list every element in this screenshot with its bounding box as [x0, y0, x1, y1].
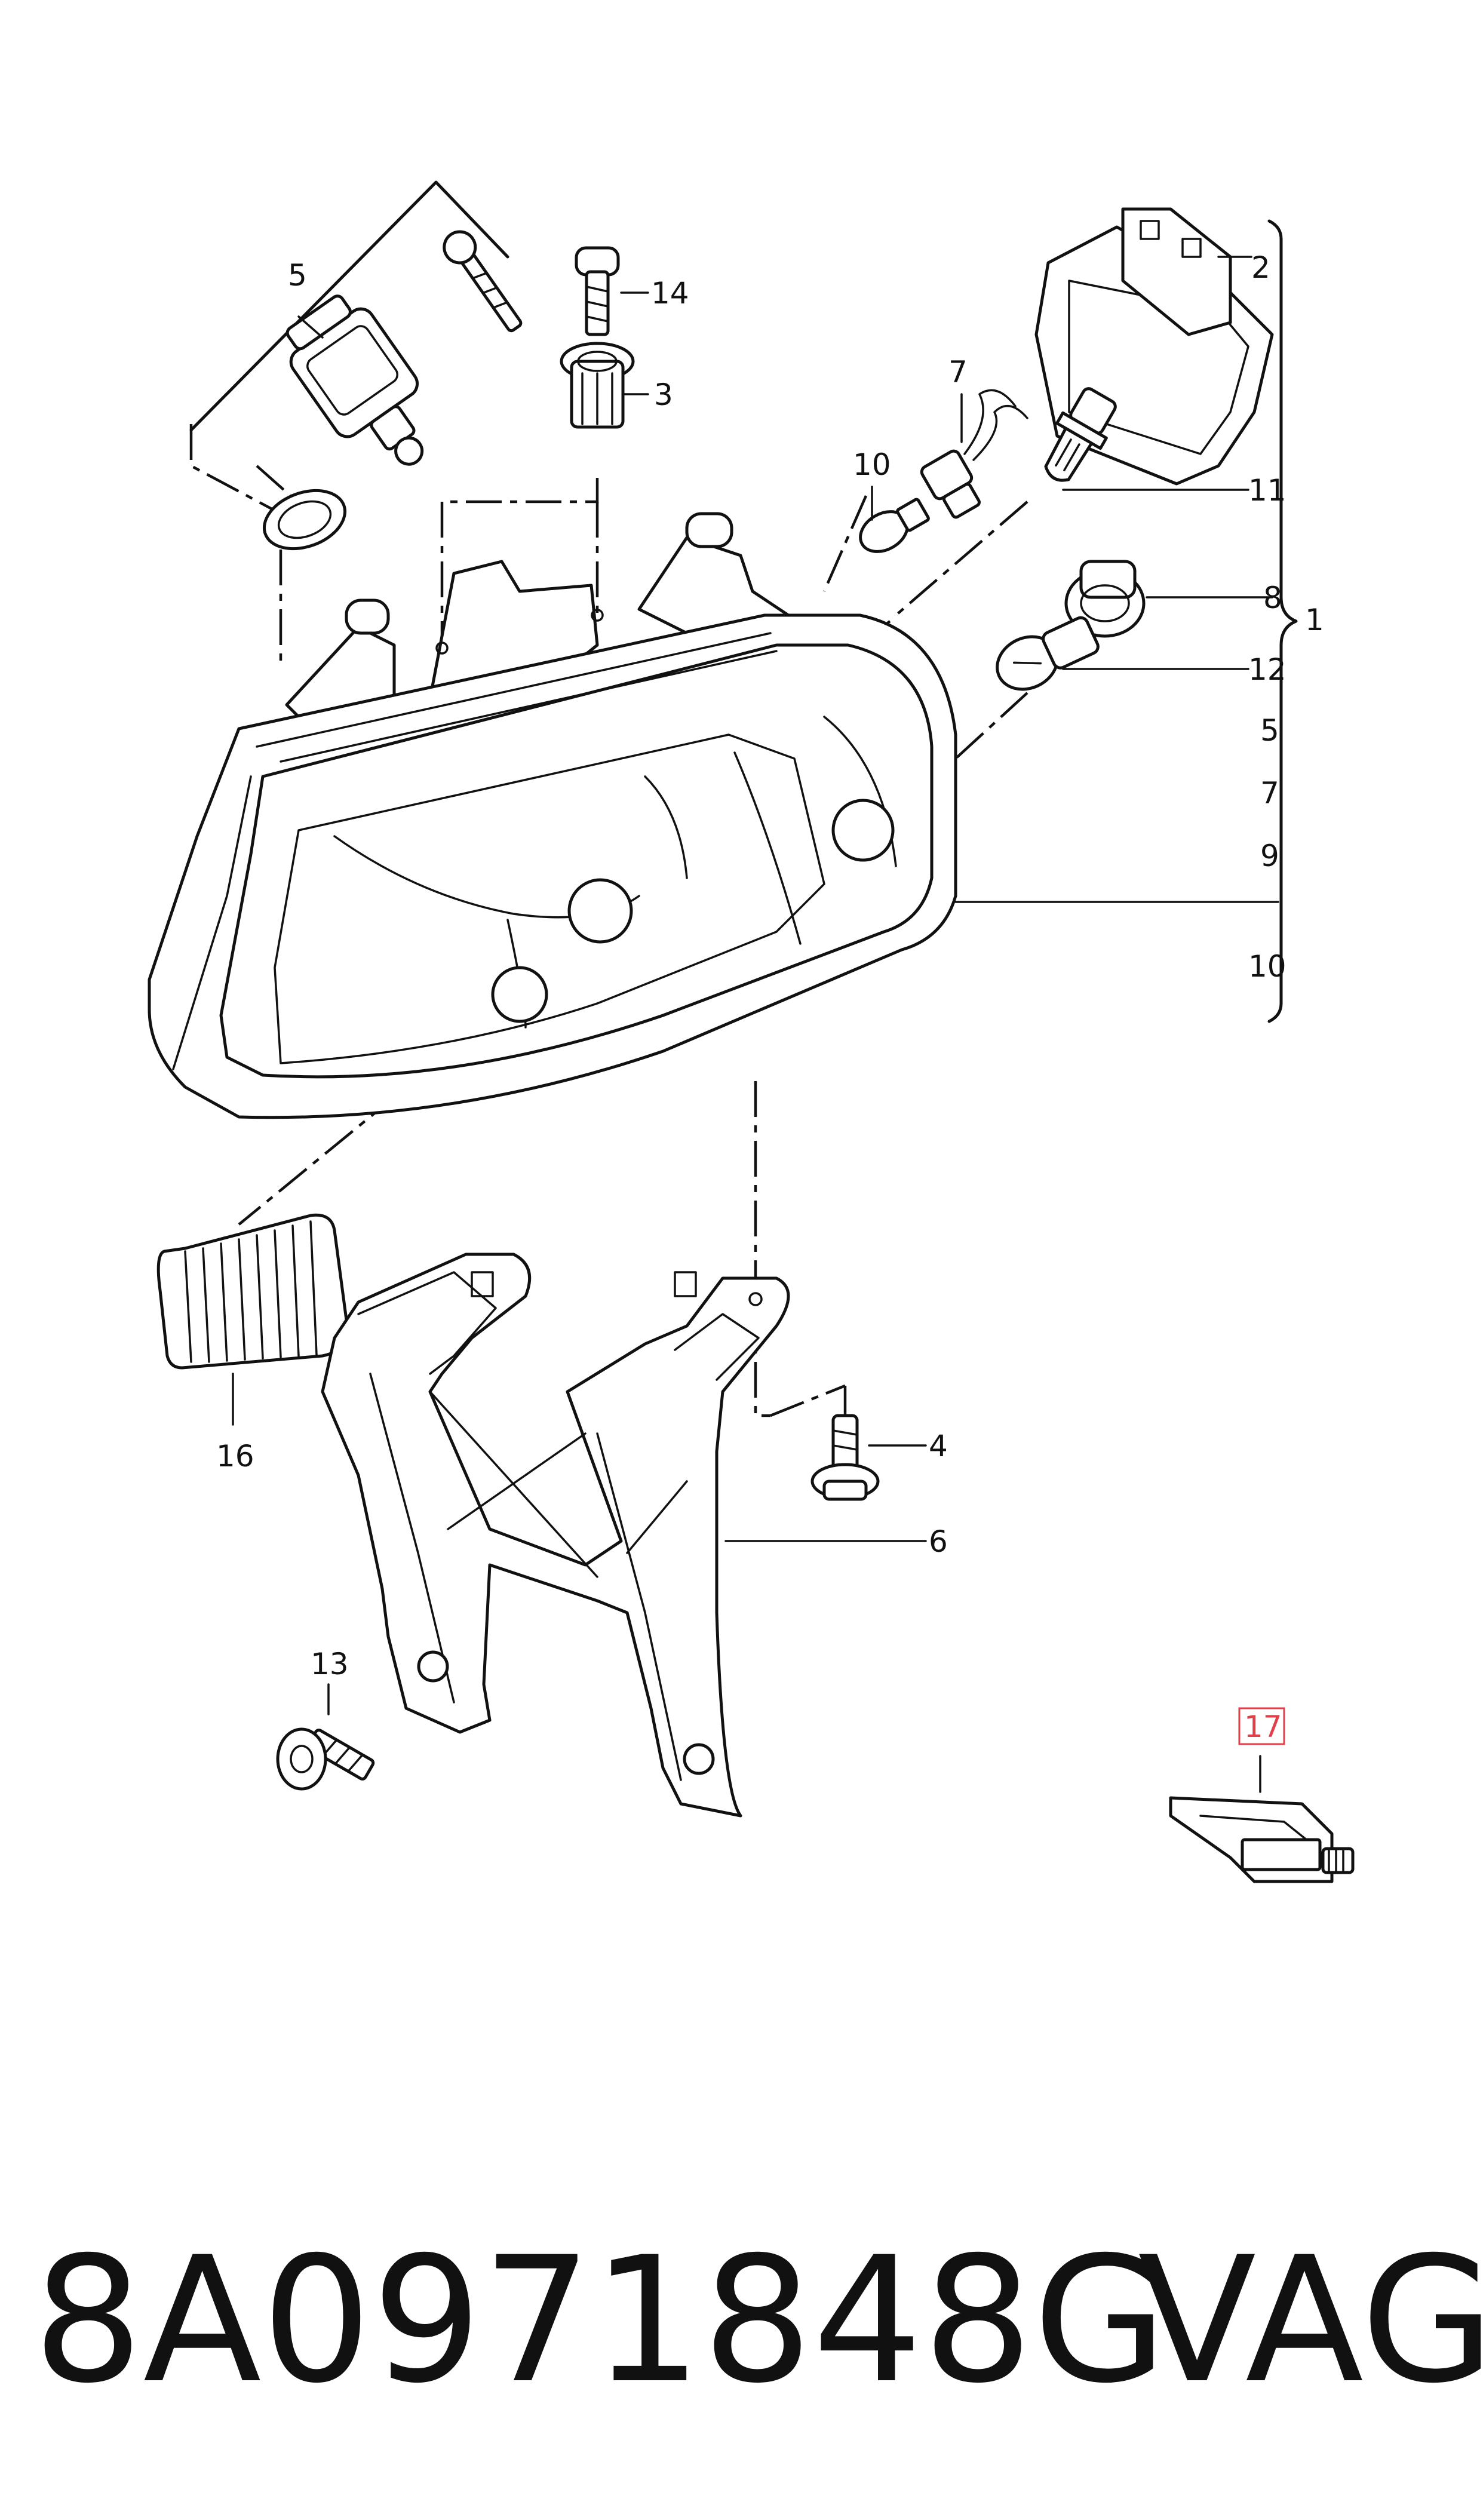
callout-4: 4 [929, 1429, 948, 1463]
part-13-bolt [276, 1727, 375, 1791]
part-3-nut [560, 342, 635, 429]
callout-16: 16 [216, 1439, 254, 1474]
part-number: 8A0971848G [33, 2220, 1167, 2421]
part-17-clip [1169, 1707, 1355, 1883]
callout-labels: 2 14 3 5 7 10 11 8 1 12 5 7 9 10 16 4 6 … [216, 250, 1324, 1744]
leader-lines [232, 291, 1261, 1793]
part-14-screw [575, 246, 620, 336]
callout-9: 9 [1260, 839, 1279, 873]
brand-name: VAG [1138, 2220, 1483, 2421]
callout-8: 8 [1263, 581, 1282, 615]
part-1-bracket [954, 219, 1298, 1023]
part-12-bulb [996, 616, 1100, 691]
part-16-reflector [156, 1213, 349, 1370]
callout-10-list: 10 [1248, 949, 1287, 984]
callout-11: 11 [1248, 473, 1287, 508]
part-7-connector [920, 389, 1028, 519]
part-6-mounting-bracket [321, 1253, 790, 1818]
callout-12: 12 [1248, 652, 1287, 687]
part-5-adjuster-motor [189, 180, 523, 551]
callout-5-top: 5 [288, 258, 307, 293]
part-17-highlight-box [1238, 1707, 1285, 1745]
part-4-bolt [810, 1414, 880, 1501]
part-10-wedge-bulb [859, 498, 930, 553]
callout-1: 1 [1305, 603, 1324, 637]
callout-7-top: 7 [948, 355, 968, 389]
callout-6: 6 [929, 1524, 948, 1559]
callout-10-top: 10 [853, 447, 891, 482]
part-11-h7-bulb [1044, 387, 1117, 482]
headlight-assembly [148, 512, 957, 1119]
callout-7-list: 7 [1260, 776, 1279, 811]
callout-14: 14 [651, 276, 689, 311]
callout-13: 13 [311, 1647, 349, 1681]
callout-3: 3 [654, 377, 673, 412]
footer: 8A0971848G VAG [33, 2220, 1483, 2421]
callout-2: 2 [1251, 250, 1270, 285]
callout-17: 17 [1244, 1709, 1282, 1744]
callout-5-list: 5 [1260, 713, 1279, 748]
